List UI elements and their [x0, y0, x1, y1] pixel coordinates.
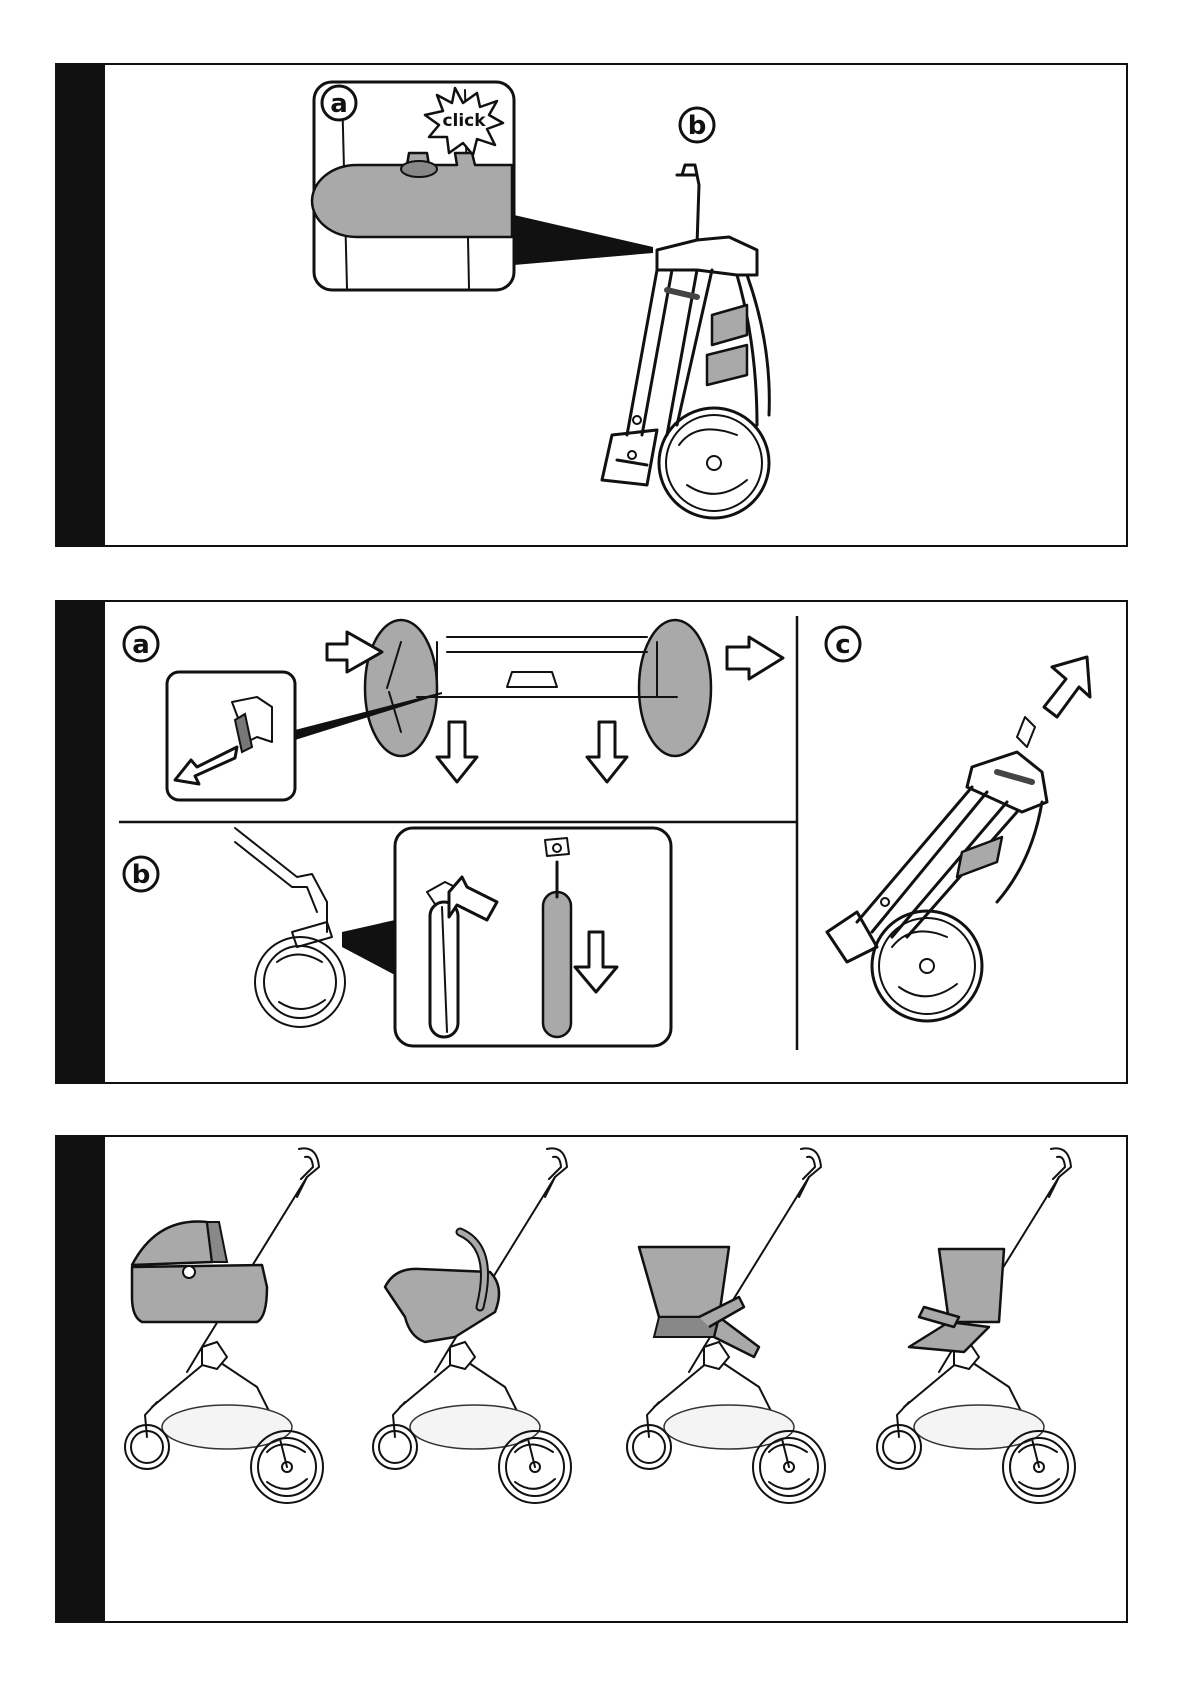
step-label-b: b	[132, 860, 151, 890]
config-car-seat	[373, 1148, 571, 1503]
step-label-c: c	[835, 630, 850, 660]
fold-step-panel: click a b	[55, 63, 1128, 547]
fold-illustration: click a b	[57, 65, 1130, 549]
step-label-a: a	[132, 630, 150, 660]
inset-detail-a: click a	[312, 82, 653, 290]
config-seat-parent-facing	[627, 1148, 825, 1503]
sub-step-b: b	[124, 828, 671, 1046]
folded-stroller-b: b	[602, 108, 769, 518]
step-label-a: a	[330, 89, 348, 119]
click-text: click	[442, 111, 486, 131]
wheel-removal-panel: a b	[55, 600, 1128, 1084]
configurations-panel	[55, 1135, 1128, 1623]
sub-step-a: a	[124, 620, 783, 800]
configurations-illustration	[57, 1137, 1130, 1625]
config-seat-world-facing	[877, 1148, 1075, 1503]
sub-step-c: c	[826, 627, 1090, 1021]
config-carrycot	[125, 1148, 323, 1503]
step-label-b: b	[688, 111, 707, 141]
wheel-removal-illustration: a b	[57, 602, 1130, 1086]
